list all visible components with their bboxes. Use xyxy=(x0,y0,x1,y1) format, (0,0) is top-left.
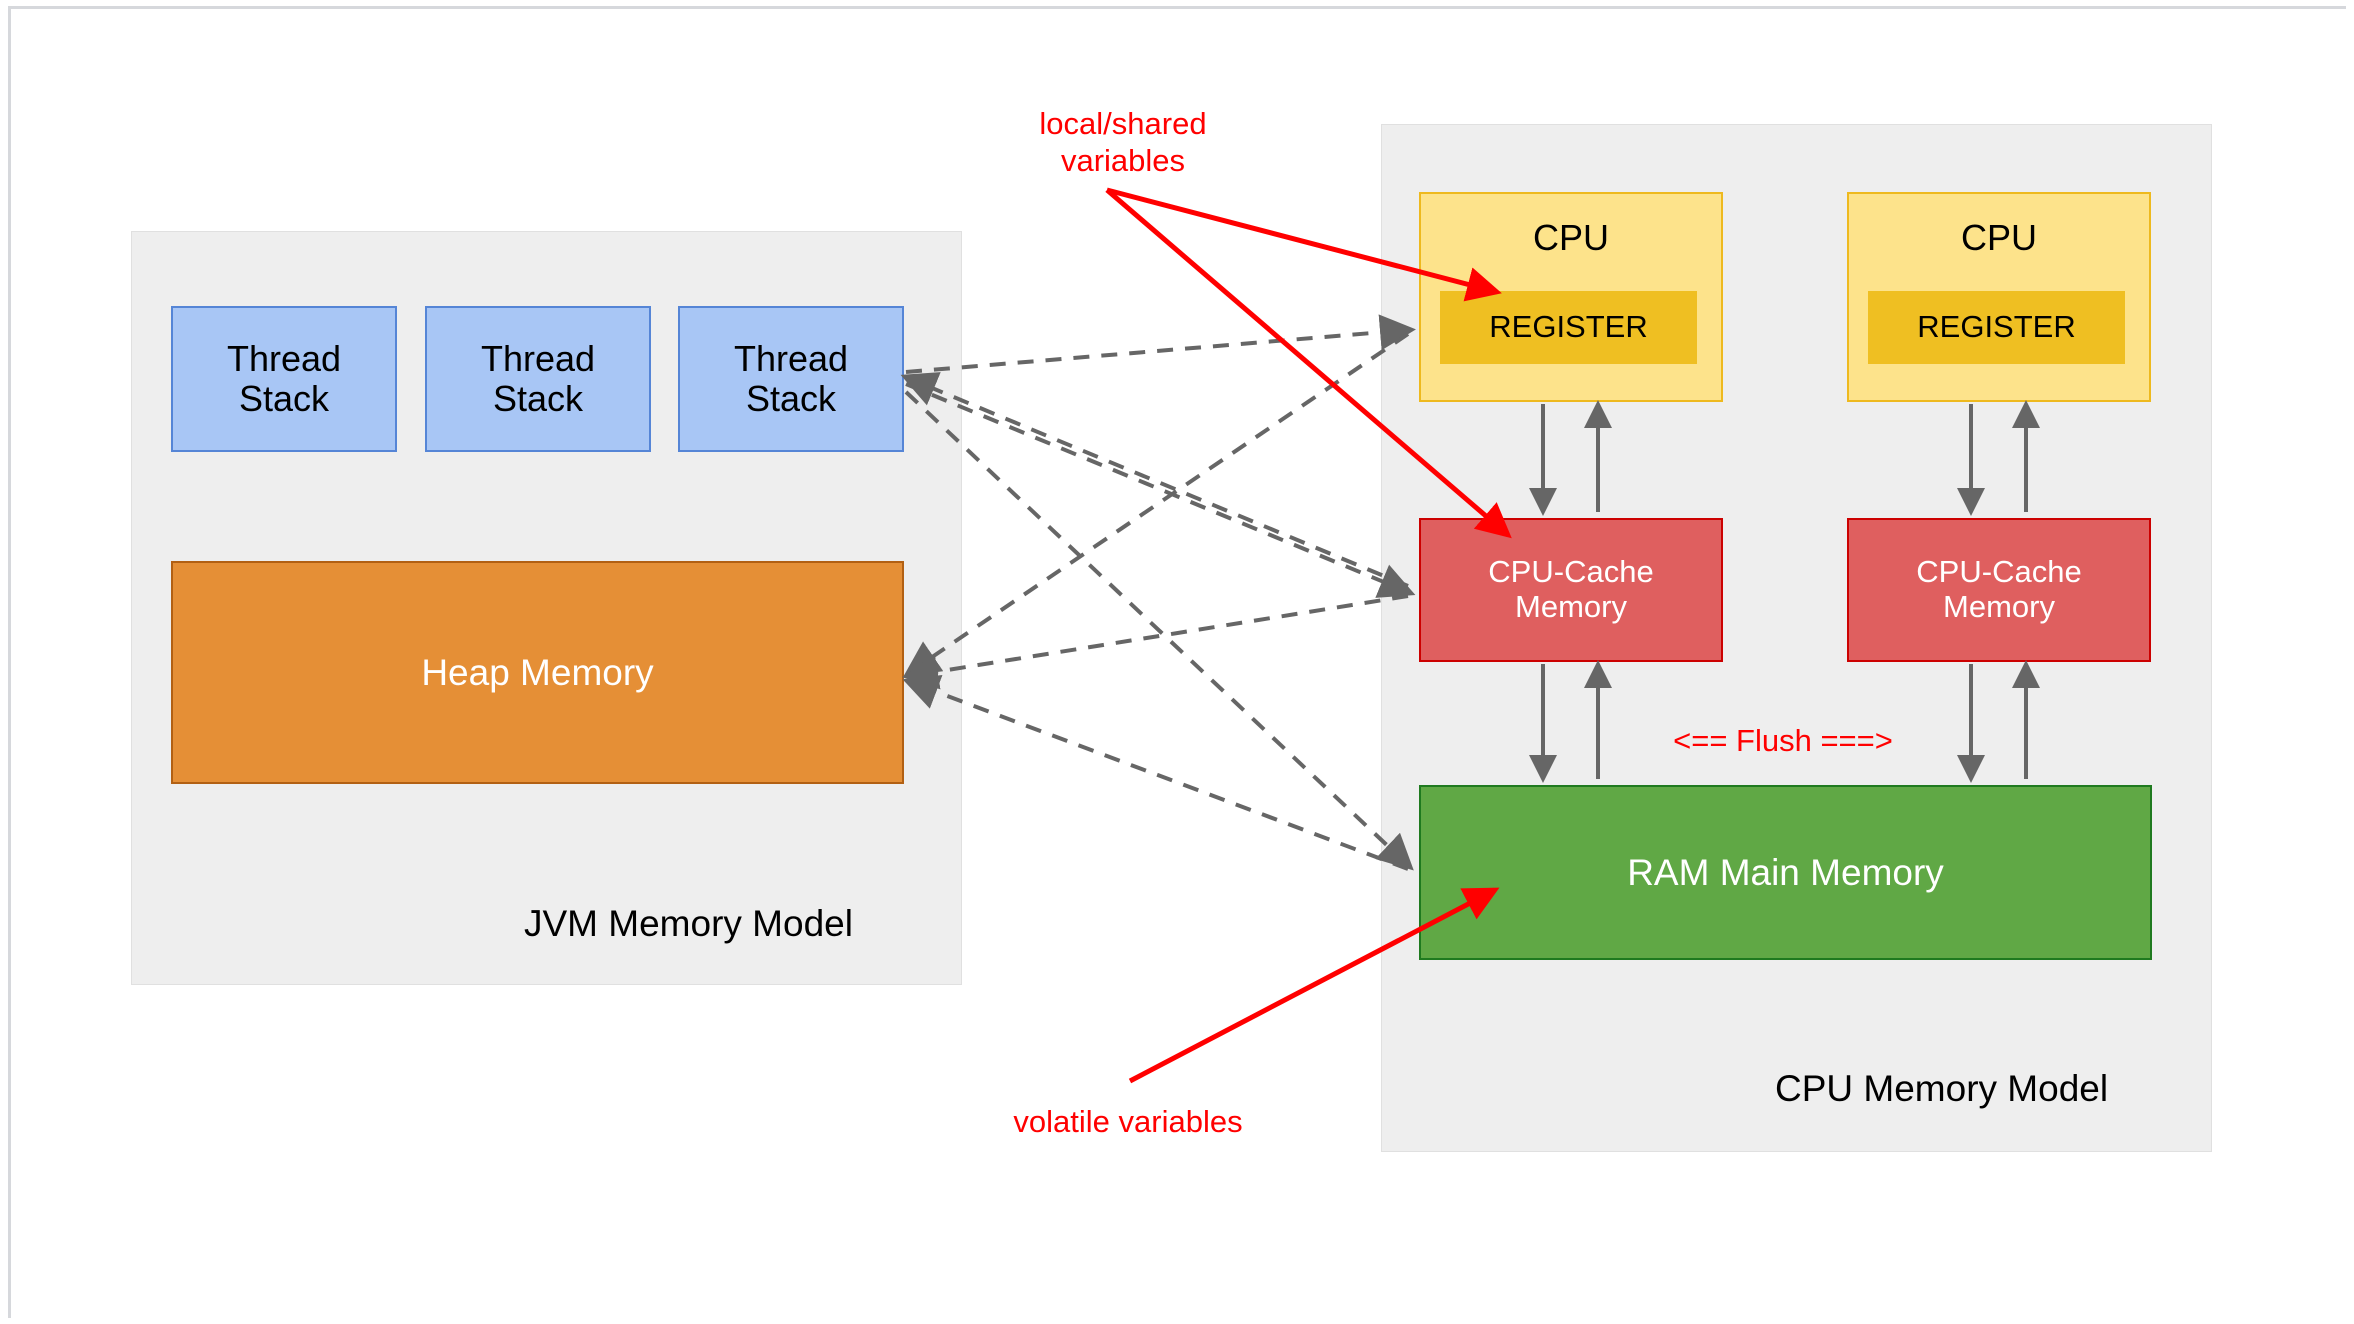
volatile-variables-label: volatile variables xyxy=(1013,1104,1243,1139)
local-shared-variables-label: local/shared variables xyxy=(1039,106,1207,179)
thread-stack-box-2: Thread Stack xyxy=(425,306,651,452)
thread-stack-box-1: Thread Stack xyxy=(171,306,397,452)
cpu-label-2: CPU xyxy=(1960,217,2037,258)
thread-stack-label-2: Thread Stack xyxy=(480,337,596,419)
register-box-1: REGISTER xyxy=(1440,291,1697,364)
jvm-panel-title: JVM Memory Model xyxy=(524,903,853,944)
cpu-cache-memory-label-2: CPU-Cache Memory xyxy=(1916,554,2082,624)
thread-stack-label-1: Thread Stack xyxy=(226,337,342,419)
flush-label: <== Flush ===> xyxy=(1673,723,1893,758)
register-label-2: REGISTER xyxy=(1917,309,2076,345)
register-label-1: REGISTER xyxy=(1489,309,1648,345)
thread-stack-label-3: Thread Stack xyxy=(733,337,849,419)
cpu-cache-memory-box-2: CPU-Cache Memory xyxy=(1847,518,2151,662)
cpu-label-1: CPU xyxy=(1532,217,1609,258)
heap-memory-label: Heap Memory xyxy=(421,651,654,693)
thread-stack-box-3: Thread Stack xyxy=(678,306,904,452)
ram-main-memory-label: RAM Main Memory xyxy=(1627,851,1944,893)
ram-main-memory-box: RAM Main Memory xyxy=(1419,785,2152,960)
register-box-2: REGISTER xyxy=(1868,291,2125,364)
cpu-cache-memory-label-1: CPU-Cache Memory xyxy=(1488,554,1654,624)
heap-memory-box: Heap Memory xyxy=(171,561,904,784)
cpu-cache-memory-box-1: CPU-Cache Memory xyxy=(1419,518,1723,662)
cpu-panel-title: CPU Memory Model xyxy=(1775,1068,2109,1109)
